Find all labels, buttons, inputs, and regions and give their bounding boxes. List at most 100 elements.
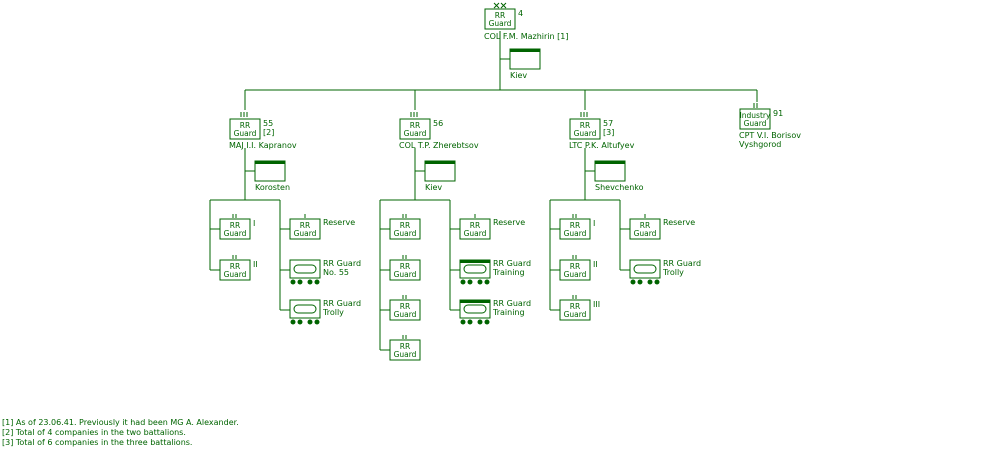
unit-box xyxy=(559,259,591,281)
unit-symbol-line1: RR xyxy=(400,302,410,311)
unit-symbol-line1: RR xyxy=(495,11,505,20)
unit-number: 57 xyxy=(603,119,613,128)
unit-symbol-line1: RR xyxy=(410,121,420,130)
unit-symbol-line1: RR xyxy=(470,221,480,230)
unit-symbol-line1: RR xyxy=(400,221,410,230)
unit-box xyxy=(559,299,591,321)
unit-box xyxy=(289,299,321,319)
unit-box xyxy=(559,218,591,240)
battalion-echelon-icon xyxy=(572,295,577,299)
battalion-I: RR Guard I xyxy=(559,214,595,240)
armored-train: RR Guard Training xyxy=(459,299,531,325)
unit-symbol-line2: Guard xyxy=(564,310,587,319)
armored-train: RR Guard Training xyxy=(459,259,531,285)
commander-name: COL F.M. Mazhirin [1] xyxy=(484,32,568,41)
unit-number: 56 xyxy=(433,119,443,128)
train-label-line1: RR Guard xyxy=(493,259,531,268)
battalion: RR Guard xyxy=(389,214,421,240)
armored-train-icon xyxy=(463,264,487,274)
train-label-line1: RR Guard xyxy=(663,259,701,268)
battalion: RR Guard xyxy=(389,335,421,361)
unit-symbol-line2: Guard xyxy=(294,229,317,238)
battalion-numeral: I xyxy=(593,219,595,228)
headquarters-flag-bar xyxy=(595,161,625,164)
armored-train-icon xyxy=(633,264,657,274)
battalion-numeral: III xyxy=(593,300,600,309)
footnote-marker: [2] xyxy=(263,128,274,137)
unit-number: 91 xyxy=(773,109,783,118)
unit-box xyxy=(389,299,421,321)
unit-number: 55 xyxy=(263,119,273,128)
battalion-echelon-icon xyxy=(402,295,407,299)
regiment-echelon-icon xyxy=(580,112,588,117)
battalion-II: RR Guard II xyxy=(219,255,258,281)
battalion-II: RR Guard II xyxy=(559,255,598,281)
train-wheels-icon xyxy=(460,319,490,325)
unit-symbol-line2: Guard xyxy=(564,270,587,279)
unit-symbol-line2: Guard xyxy=(564,229,587,238)
unit-symbol-line1: RR xyxy=(640,221,650,230)
armored-train-icon xyxy=(463,304,487,314)
unit-box xyxy=(629,259,661,279)
unit-symbol-line2: Guard xyxy=(574,129,597,138)
reserve-unit: RR Guard Reserve xyxy=(459,214,525,240)
unit-symbol-line1: RR xyxy=(230,221,240,230)
unit-box xyxy=(389,339,421,361)
battalion-numeral: II xyxy=(253,260,258,269)
battalion-III: RR Guard III xyxy=(559,295,600,321)
unit-symbol-line2: Guard xyxy=(404,129,427,138)
unit-box xyxy=(739,108,771,130)
footnotes: [1] As of 23.06.41. Previously it had be… xyxy=(2,418,239,448)
unit-symbol-line2: Guard xyxy=(224,270,247,279)
commander-name: CPT V.I. Borisov xyxy=(739,131,801,140)
unit-symbol-line2: Guard xyxy=(744,119,767,128)
unit-box xyxy=(484,8,516,30)
unit-box xyxy=(389,218,421,240)
battalion-echelon-icon xyxy=(232,255,237,259)
unit-symbol-line2: Guard xyxy=(489,19,512,28)
reserve-unit: RR Guard Reserve xyxy=(629,214,695,240)
unit-symbol-line1: RR xyxy=(400,342,410,351)
unit-symbol-line2: Guard xyxy=(394,229,417,238)
unit-symbol-line1: RR xyxy=(230,262,240,271)
unit-symbol-line1: RR xyxy=(240,121,250,130)
unit-location: Vyshgorod xyxy=(739,140,781,149)
battalion-echelon-icon xyxy=(402,335,407,339)
train-label-line2: Training xyxy=(492,308,525,317)
reserve-label: Reserve xyxy=(323,218,355,227)
unit-box xyxy=(289,259,321,279)
unit-symbol-line2: Guard xyxy=(234,129,257,138)
unit-symbol-line1: RR xyxy=(570,221,580,230)
footnote: [1] As of 23.06.41. Previously it had be… xyxy=(2,418,239,427)
train-wheels-icon xyxy=(290,319,320,325)
hq-location: Shevchenko xyxy=(595,183,644,192)
battalion-echelon-icon xyxy=(232,214,237,218)
battalion-echelon-icon xyxy=(402,255,407,259)
regiment-echelon-icon xyxy=(410,112,418,117)
regiment-56: RR Guard 56 COL T.P. Zherebtsov Kiev RR … xyxy=(389,112,531,361)
reserve-label: Reserve xyxy=(663,218,695,227)
footnote: [2] Total of 4 companies in the two batt… xyxy=(2,428,186,437)
unit-box xyxy=(629,218,661,240)
train-label-line2: Trolly xyxy=(662,268,684,277)
commander-name: COL T.P. Zherebtsov xyxy=(399,141,479,150)
industry-guard-91: Industry Guard 91 CPT V.I. Borisov Vyshg… xyxy=(739,103,801,149)
unit-symbol-line1: Industry xyxy=(740,111,771,120)
train-label-line2: No. 55 xyxy=(323,268,349,277)
train-label-line2: Trolly xyxy=(322,308,344,317)
unit-box xyxy=(399,118,431,140)
train-wheels-icon xyxy=(630,279,660,285)
unit-box xyxy=(569,118,601,140)
headquarters-flag-bar xyxy=(255,161,285,164)
unit-symbol-line1: RR xyxy=(400,262,410,271)
reserve-label: Reserve xyxy=(493,218,525,227)
footnote: [3] Total of 6 companies in the three ba… xyxy=(2,438,193,447)
unit-box xyxy=(389,259,421,281)
unit-box xyxy=(229,118,261,140)
armored-train-icon xyxy=(293,304,317,314)
hq-location: Korosten xyxy=(255,183,290,192)
training-bar xyxy=(460,260,490,263)
battalion: RR Guard xyxy=(389,295,421,321)
armored-train-icon xyxy=(293,264,317,274)
unit-symbol-line2: Guard xyxy=(394,310,417,319)
